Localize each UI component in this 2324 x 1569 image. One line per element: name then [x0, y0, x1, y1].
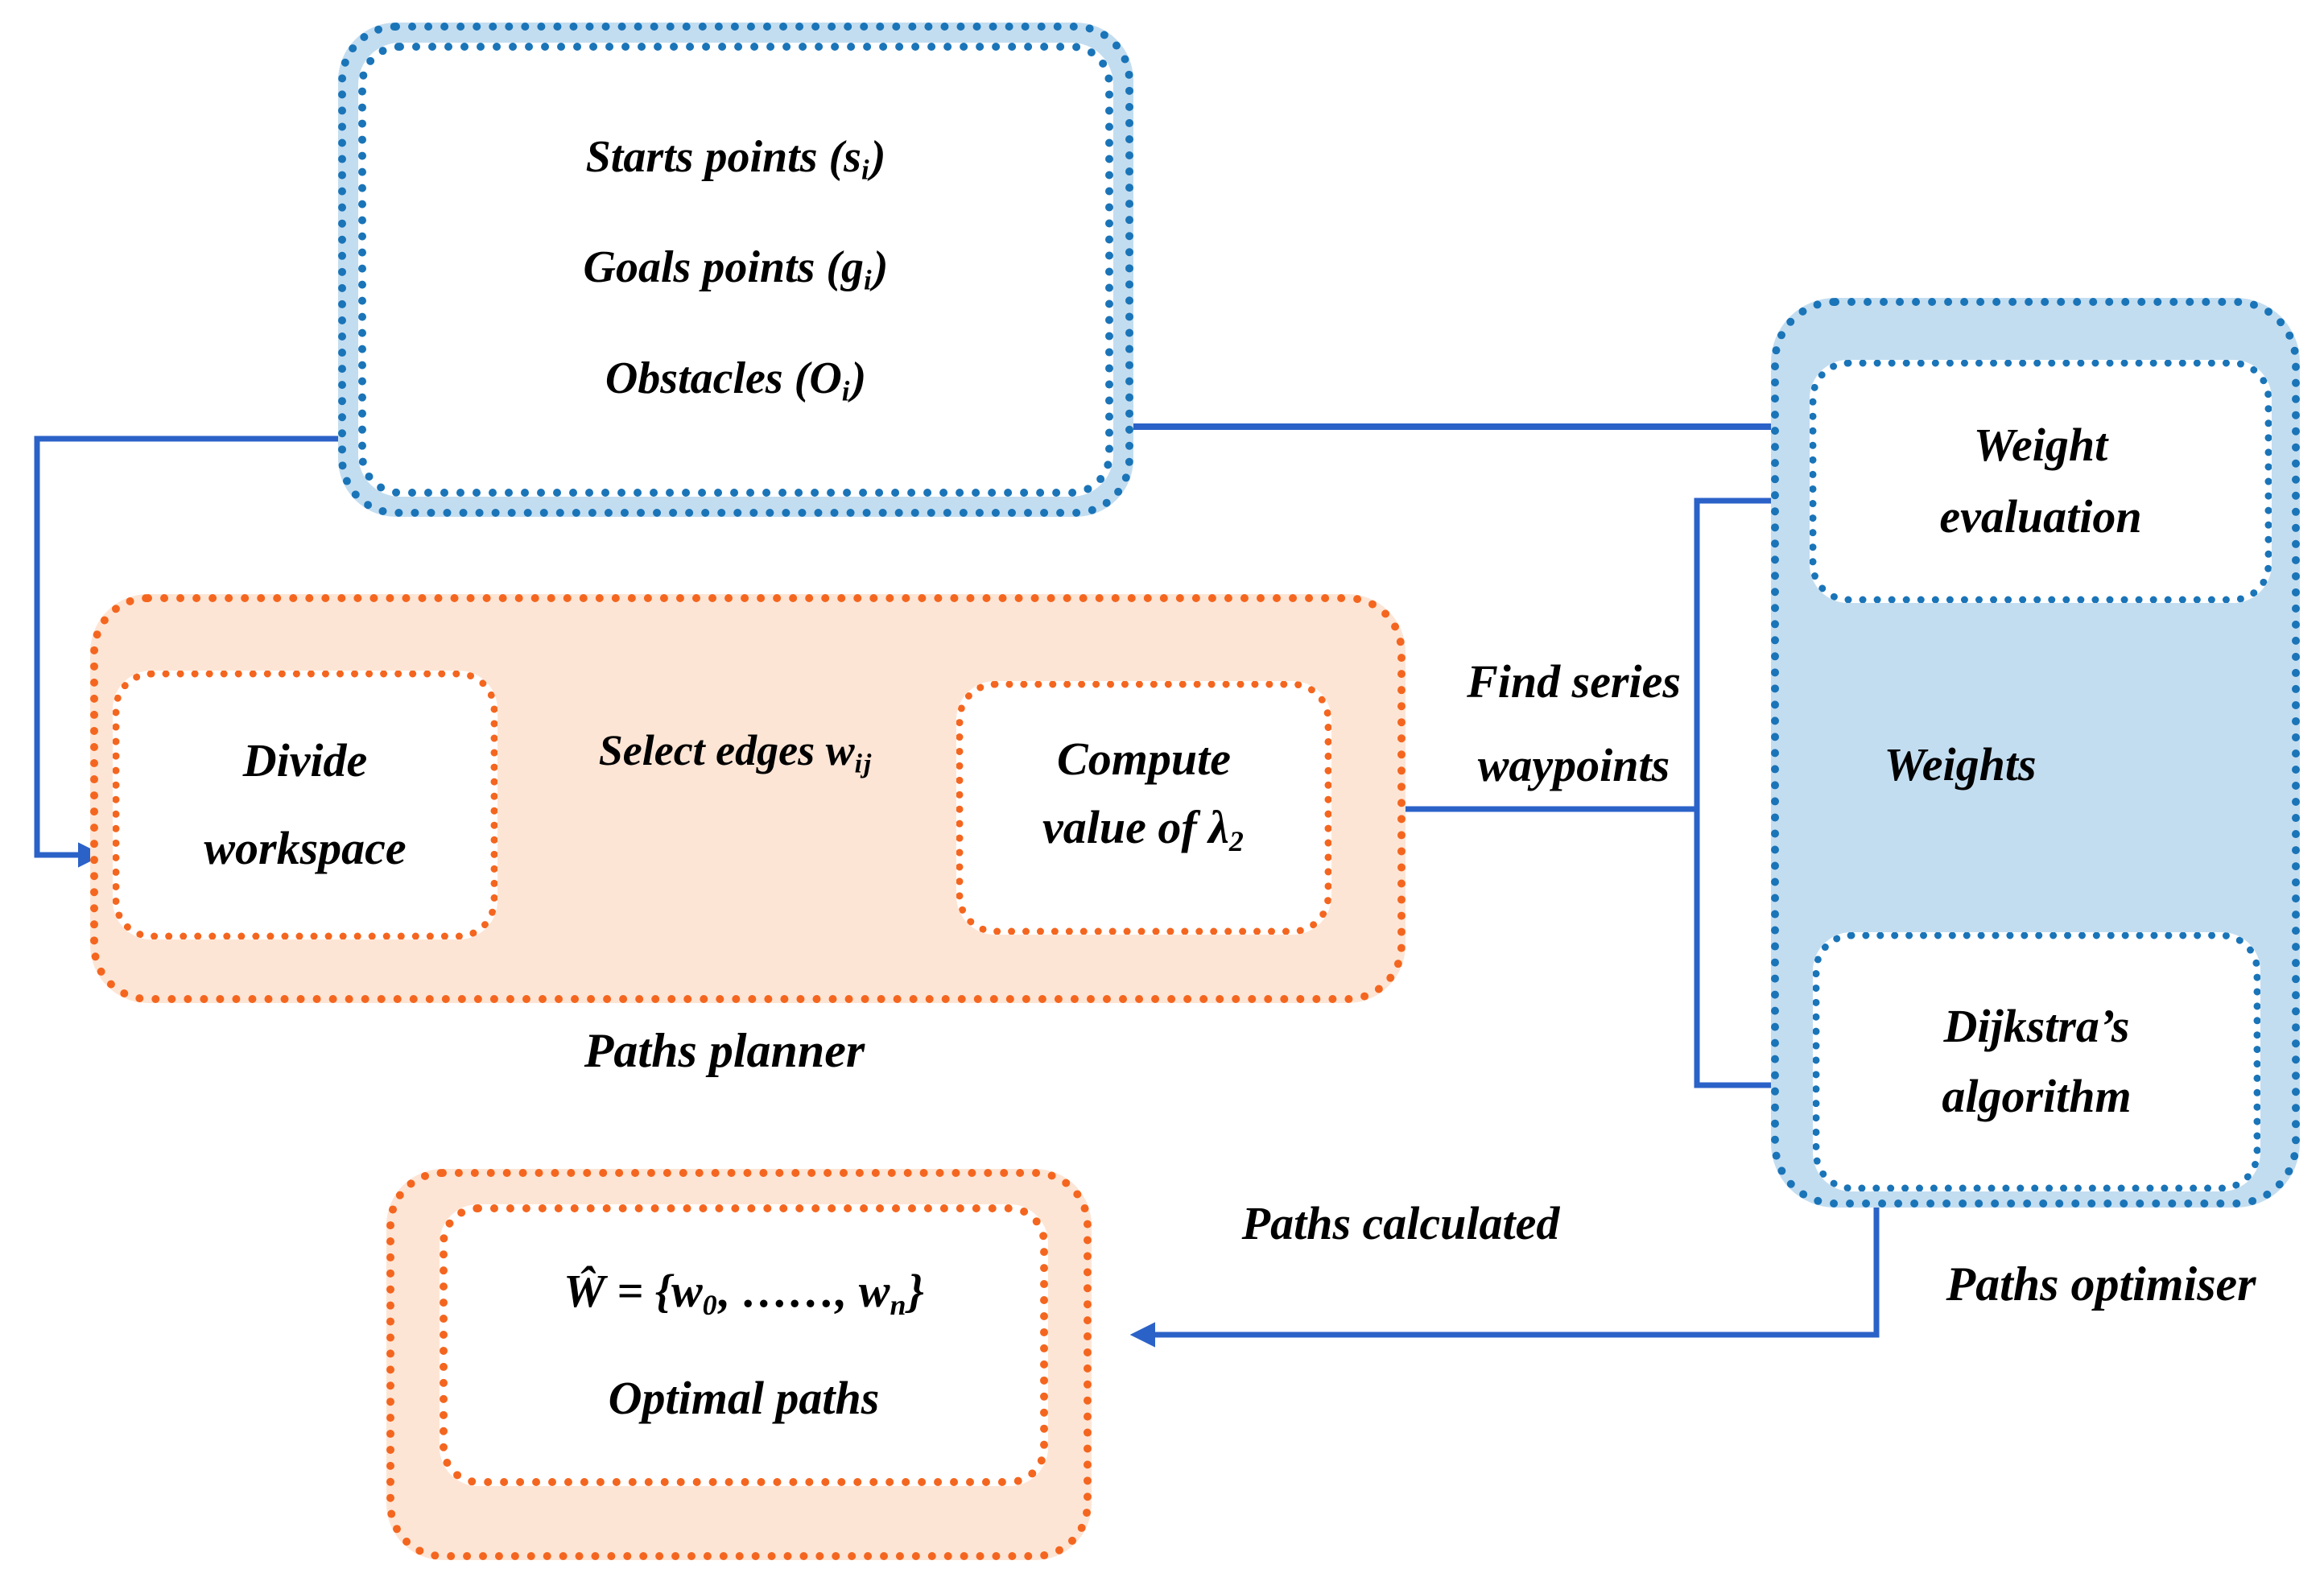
optimal-paths-box: Ŵ = {w0, ……, wn} Optimal paths — [386, 1169, 1092, 1560]
dijkstra-algorithm-box: Dijkstra’s algorithm — [1813, 932, 2260, 1191]
arrow-dijkstra-to-optimal-paths — [1129, 1191, 1880, 1348]
dijkstra-line2: algorithm — [1942, 1070, 2132, 1122]
compute-lambda-box: Compute value of λ2 — [956, 681, 1331, 935]
inputs-box: Starts points (si) Goals points (gi) Obs… — [338, 23, 1133, 517]
find-series-waypoints-label: Find series waypoints — [1467, 655, 1681, 792]
arrow-junction-to-dijkstra — [1694, 809, 1802, 1098]
optimal-paths-box-inner: Ŵ = {w0, ……, wn} Optimal paths — [440, 1204, 1048, 1486]
compute-line2: value of λ2 — [1042, 801, 1246, 858]
weights-label: Weights — [1884, 738, 2037, 791]
paths-optimiser-caption: Paths optimiser — [1946, 1257, 2256, 1311]
divide-line1: Divide — [242, 734, 368, 787]
compute-line1: Compute — [1057, 733, 1231, 786]
weight-line2: evaluation — [1939, 490, 2142, 543]
w-formula: Ŵ = {w0, ……, wn} — [563, 1264, 924, 1321]
inputs-line-starts: Starts points (si) — [585, 131, 886, 186]
optimal-paths-caption: Optimal paths — [608, 1372, 880, 1425]
dijkstra-line1: Dijkstra’s — [1943, 1000, 2130, 1053]
arrow-compute-to-weight-evaluation — [1331, 488, 1799, 812]
divide-workspace-box: Divide workspace — [113, 671, 497, 939]
inputs-box-inner: Starts points (si) Goals points (gi) Obs… — [358, 43, 1113, 497]
weight-evaluation-box: Weight evaluation — [1810, 360, 2272, 603]
arrow-inputs-to-divide-workspace — [34, 436, 338, 868]
divide-line2: workspace — [204, 822, 407, 874]
select-edges-label: Select edges wij — [598, 726, 873, 779]
paths-planner-caption: Paths planner — [584, 1024, 865, 1077]
paths-calculated-label: Paths calculated — [1241, 1197, 1560, 1249]
inputs-line-goals: Goals points (gi) — [583, 242, 889, 296]
weight-line1: Weight — [1973, 419, 2108, 472]
inputs-line-obstacles: Obstacles (Oi) — [605, 353, 867, 407]
